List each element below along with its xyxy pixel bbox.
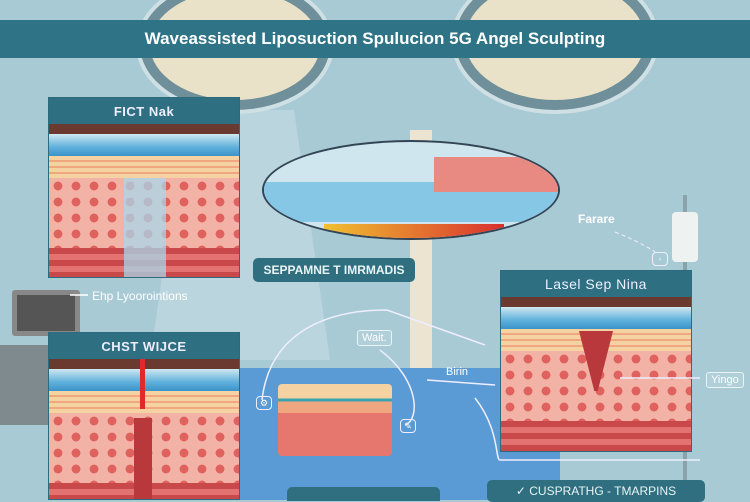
yingo-tag: Yingo bbox=[706, 372, 744, 388]
panel-right: Lasel Sep Nina bbox=[500, 270, 692, 452]
birin-label: Birin bbox=[446, 366, 469, 378]
center-label: SEPPAMNE T IMRMADIS bbox=[253, 258, 415, 282]
bottom-left-label bbox=[287, 487, 440, 501]
bottom-label: ✓ CUSPRATHG - TMARPINS bbox=[487, 480, 705, 502]
magnified-view bbox=[262, 140, 560, 240]
tool-icon: ⚙ bbox=[256, 396, 272, 410]
cannula-channel bbox=[124, 178, 166, 277]
panel-header: CHST WIJCE bbox=[49, 333, 239, 359]
farare-label: Farare bbox=[578, 212, 615, 226]
laser-arrow bbox=[140, 359, 145, 409]
monitor bbox=[12, 290, 80, 336]
panel-bottom-left: CHST WIJCE bbox=[48, 332, 240, 500]
drop-icon: ◦ bbox=[652, 252, 668, 266]
skin-sample bbox=[278, 384, 392, 456]
panel-top-left: FICT Nak bbox=[48, 97, 240, 278]
panel-header: FICT Nak bbox=[49, 98, 239, 124]
probe-icon: ✎ bbox=[400, 419, 416, 433]
machine-cart bbox=[0, 345, 48, 425]
wait-tag: Wait. bbox=[357, 330, 392, 346]
incision bbox=[134, 418, 152, 499]
iv-bag bbox=[672, 212, 698, 262]
monitor-label: Ehp Lyoorointions bbox=[92, 289, 188, 303]
page-title: Waveassisted Liposuction Spulucion 5G An… bbox=[0, 20, 750, 58]
panel-header: Lasel Sep Nina bbox=[501, 271, 691, 297]
